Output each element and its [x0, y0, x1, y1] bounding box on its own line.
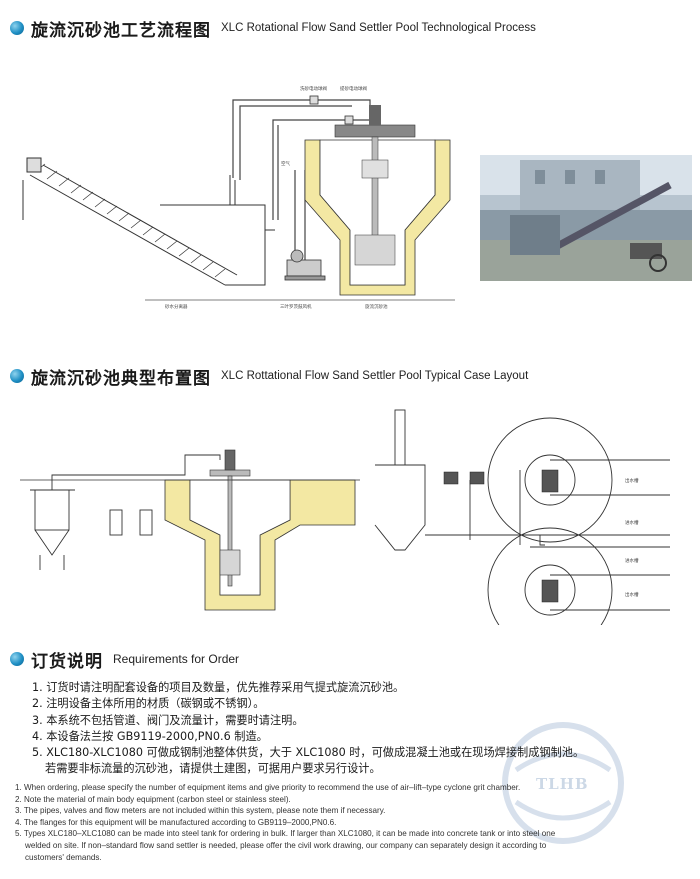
- section3-zh-title: 订货说明: [31, 651, 103, 672]
- label-valve2: 提砂电动球阀: [340, 85, 367, 92]
- section2-header: 旋流沉砂池典型布置图 XLC Rottational Flow Sand Set…: [10, 364, 529, 389]
- plant-photo: [480, 155, 692, 281]
- valve-icon: [309, 95, 354, 125]
- layout-section-diagram: [20, 430, 365, 625]
- zh-item: 2. 注明设备主体所用的材质（碳钢或不锈钢）。: [32, 697, 265, 711]
- tlhb-watermark-logo: TLHB: [498, 718, 628, 848]
- grit-settler-pool: [304, 105, 451, 296]
- label-settler: 旋流沉砂池: [365, 303, 388, 310]
- label-sand-separator: 砂水分离器: [165, 303, 188, 310]
- section-bullet-icon: [10, 21, 24, 35]
- layout-plan-diagram: 出水槽 进水槽 进水槽 出水槽: [370, 400, 692, 625]
- label-blower: 三叶罗茨鼓风机: [280, 303, 312, 310]
- section2-zh-title: 旋流沉砂池典型布置图: [31, 368, 211, 389]
- label-outlet-top: 出水槽: [625, 477, 639, 484]
- zh-item: 3. 本系统不包括管道、阀门及流量计，需要时请注明。: [32, 713, 304, 727]
- en-item: 2. Note the material of main body equipm…: [15, 794, 291, 804]
- order-requirements-zh: 1. 订货时请注明配套设备的项目及数量，优先推荐采用气提式旋流沉砂池。 2. 注…: [32, 680, 682, 778]
- label-outlet-bottom: 出水槽: [625, 591, 639, 598]
- zh-item: 1. 订货时请注明配套设备的项目及数量，优先推荐采用气提式旋流沉砂池。: [32, 681, 405, 694]
- section-bullet-icon: [10, 652, 24, 666]
- label-inlet-top: 进水槽: [625, 519, 639, 526]
- zh-item: 4. 本设备法兰按 GB9119-2000,PN0.6 制造。: [32, 729, 268, 743]
- en-item: customers' demands.: [25, 852, 102, 862]
- zh-item: 若需要非标流量的沉砂池，请提供土建图，可据用户要求另行设计。: [45, 762, 381, 776]
- section1-zh-title: 旋流沉砂池工艺流程图: [31, 20, 211, 41]
- en-item: 3. The pipes, valves and flow meters are…: [15, 806, 386, 816]
- zh-item: 5. XLC180-XLC1080 可做成钢制池整体供货，大于 XLC1080 …: [32, 746, 585, 760]
- screw-conveyor: [22, 157, 238, 286]
- section1-en-title: XLC Rotational Flow Sand Settler Pool Te…: [221, 22, 536, 34]
- section-bullet-icon: [10, 369, 24, 383]
- section3-en-title: Requirements for Order: [113, 652, 240, 666]
- en-item: 4. The flanges for this equipment will b…: [15, 817, 337, 827]
- en-item: 1. When ordering, please specify the num…: [15, 783, 521, 792]
- section2-en-title: XLC Rottational Flow Sand Settler Pool T…: [221, 370, 529, 382]
- sand-separator-tank: [160, 175, 275, 286]
- blower-unit: [284, 249, 326, 281]
- section1-header: 旋流沉砂池工艺流程图 XLC Rotational Flow Sand Sett…: [10, 16, 536, 41]
- section3-header: 订货说明 Requirements for Order: [10, 647, 240, 672]
- en-item: welded on site. If non–standard flow san…: [25, 840, 547, 850]
- label-inlet-bottom: 进水槽: [625, 557, 639, 564]
- label-valve1: 洗砂电动球阀: [300, 85, 327, 92]
- order-requirements-en: 1. When ordering, please specify the num…: [15, 782, 690, 863]
- watermark-text: TLHB: [536, 775, 589, 793]
- label-air: 空气: [281, 160, 290, 167]
- en-item: 5. Types XLC180–XLC1080 can be made into…: [15, 829, 556, 839]
- process-flow-diagram: 砂水分离器 三叶罗茨鼓风机 旋流沉砂池 洗砂电动球阀 提砂电动球阀 空气: [15, 70, 465, 315]
